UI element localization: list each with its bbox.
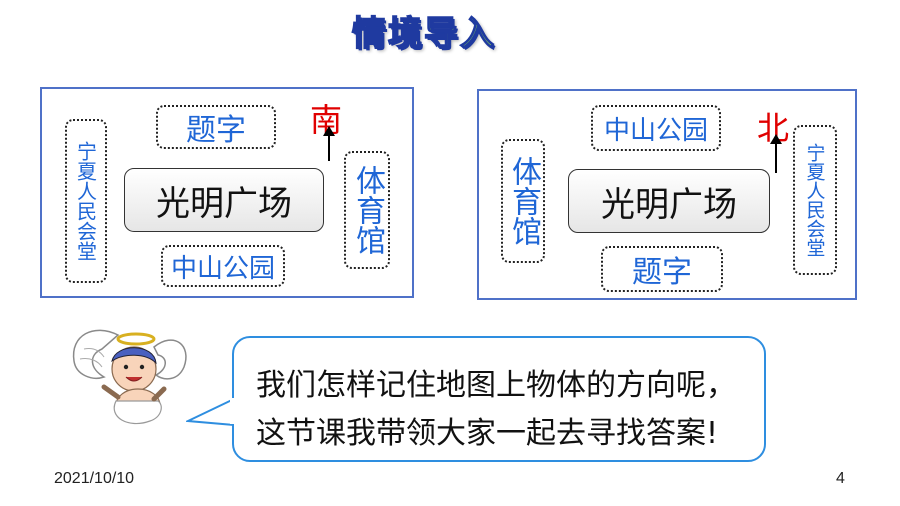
bubble-line-1: 我们怎样记住地图上物体的方向呢， — [256, 368, 736, 403]
map-right-left-building: 体育馆 — [501, 139, 545, 263]
map-left-right-building: 体育馆 — [344, 151, 390, 269]
map-left-bottom-label: 中山公园 — [161, 245, 285, 287]
map-right: 中山公园 北 体育馆 光明广场 宁夏人民会堂 题字 — [477, 89, 857, 300]
map-left-center-square: 光明广场 — [124, 168, 324, 232]
angel-cherub-icon — [72, 329, 187, 425]
map-left: 题字 南 宁夏人民会堂 光明广场 体育馆 中山公园 — [40, 87, 414, 298]
bubble-tail-cover — [230, 398, 236, 424]
map-left-top-label: 题字 — [156, 105, 276, 149]
map-right-top-label: 中山公园 — [591, 105, 721, 151]
map-right-right-building: 宁夏人民会堂 — [793, 125, 837, 275]
north-arrow-icon — [323, 126, 335, 161]
speech-bubble: 我们怎样记住地图上物体的方向呢， 这节课我带领大家一起去寻找答案! — [232, 336, 766, 462]
page-title: 情境导入 — [351, 13, 496, 55]
bubble-line-2: 这节课我带领大家一起去寻找答案! — [256, 416, 719, 451]
speech-bubble-tail — [186, 398, 235, 426]
page-number: 4 — [836, 470, 845, 487]
map-right-bottom-label: 题字 — [601, 246, 723, 292]
map-right-center-square: 光明广场 — [568, 169, 770, 233]
footer-date: 2021/10/10 — [54, 470, 135, 487]
map-left-left-building: 宁夏人民会堂 — [65, 119, 107, 283]
north-arrow-icon — [770, 134, 782, 173]
